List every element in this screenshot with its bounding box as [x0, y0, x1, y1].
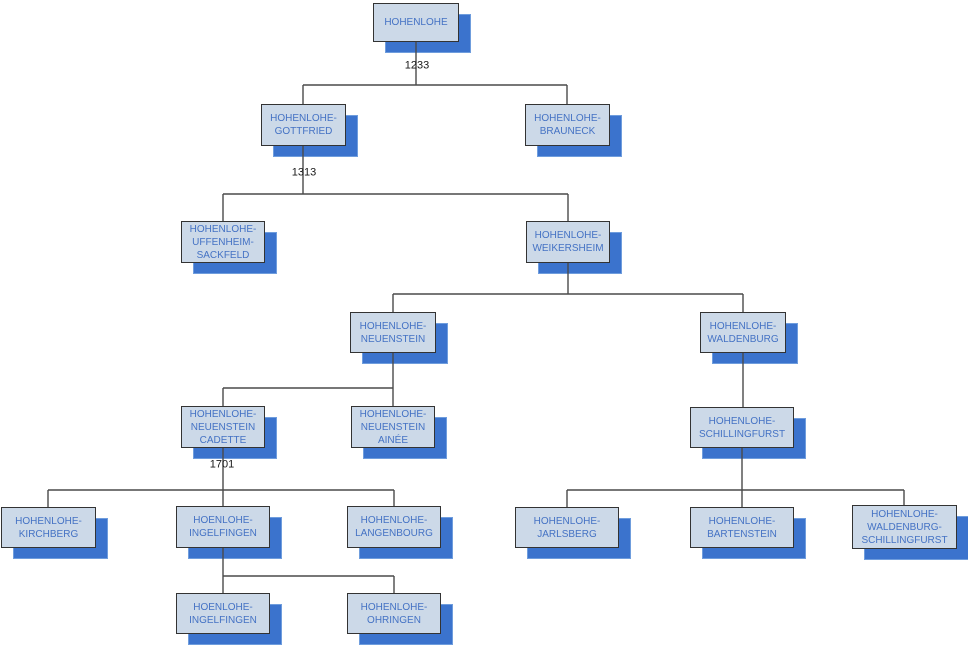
tree-node-label-line: HOHENLOHE-	[534, 230, 602, 241]
tree-node-hohenlohe-jarlsberg: HOHENLOHE-JARLSBERG	[515, 507, 619, 548]
tree-node-label-line: SCHILLINGFURST	[698, 428, 786, 440]
tree-node-hohenlohe-neuenstein: HOHENLOHE-NEUENSTEIN	[350, 312, 436, 353]
tree-node-hohenlohe-bartenstein: HOHENLOHE-BARTENSTEIN	[690, 507, 794, 548]
tree-node-label-line: HOHENLOHE-	[359, 408, 427, 420]
tree-node-label-line: HOHENLOHE-	[533, 515, 601, 527]
tree-node-hohenlohe-waldenburg: HOHENLOHE-WALDENBURG	[700, 312, 786, 353]
tree-node-label-line: KIRCHBERG	[18, 528, 79, 540]
tree-node-label-line: BARTENSTEIN	[707, 528, 777, 540]
tree-node-hohenlohe-uffenheim-sackfeld: HOHENLOHE-UFFENHEIM-SACKFELD	[181, 221, 265, 263]
tree-node-hohenlohe-waldenburg-schillingfurst: HOHENLOHE-WALDENBURG-SCHILLINGFURST	[852, 505, 957, 549]
tree-node-label-line: SCHILLINGFURST	[861, 534, 948, 546]
tree-node-label: HOHENLOHE-UFFENHEIM-SACKFELD	[182, 223, 264, 262]
tree-node-label-line: UFFENHEIM-	[192, 236, 254, 248]
tree-node-label: HOHENLOHE	[374, 16, 458, 29]
year-label: 1313	[291, 166, 317, 179]
tree-node-hohenlohe-schillingfurst: HOHENLOHE-SCHILLINGFURST	[690, 407, 794, 448]
tree-node-label: HOENLOHE- INGELFINGEN	[177, 514, 269, 540]
tree-node-label-line: HOHENLOHE-	[15, 515, 82, 527]
tree-node-label: HOHENLOHE-SCHILLINGFURST	[691, 415, 793, 441]
tree-node-label-line: LANGENBOURG	[355, 528, 433, 539]
tree-node-hoenlohe-ingelfingen-2: HOENLOHE-INGELFINGEN	[176, 593, 270, 634]
tree-node-label-line: HOENLOHE-	[193, 601, 253, 613]
tree-node-label: HOHENLOHE- WEIKERSHEIM	[527, 229, 609, 255]
tree-node-label-line: HOHENLOHE-	[708, 515, 776, 527]
tree-node-label-line: NEUENSTEIN	[190, 421, 256, 433]
tree-node-label-line: HOENLOHE-	[193, 515, 253, 526]
year-label: 1701	[209, 458, 235, 471]
year-label: 1233	[404, 59, 430, 72]
tree-node-label-line: INGELFINGEN	[189, 614, 257, 626]
tree-node-label-line: OHRINGEN	[367, 614, 421, 626]
tree-node-label: HOHENLOHE-WALDENBURG-SCHILLINGFURST	[853, 508, 956, 547]
tree-node-label-line: GOTTFRIED	[274, 126, 333, 137]
tree-node-label-line: HOHENLOHE-	[359, 320, 427, 332]
tree-node-label-line: CADETTE	[199, 434, 247, 446]
tree-node-label: HOHENLOHE- BRAUNECK	[526, 112, 609, 138]
tree-node-hohenlohe-langenbourg: HOHENLOHE- LANGENBOURG	[347, 506, 441, 548]
tree-node-label: HOHENLOHE-WALDENBURG	[701, 320, 785, 346]
tree-node-label-line: WALDENBURG-	[867, 521, 942, 533]
tree-node-label-line: SACKFELD	[196, 249, 250, 261]
tree-node-label-line: HOHENLOHE-	[270, 113, 337, 124]
tree-node-label-line: HOHENLOHE	[384, 17, 448, 28]
tree-node-label: HOHENLOHE-NEUENSTEIN	[351, 320, 435, 346]
tree-node-label-line: AINÉE	[377, 434, 408, 446]
tree-node-label: HOHENLOHE-JARLSBERG	[516, 515, 618, 541]
tree-node-label-line: NEUENSTEIN	[360, 333, 426, 345]
tree-node-label-line: HOHENLOHE-	[189, 408, 257, 420]
tree-node-label-line: HOHENLOHE-	[360, 515, 428, 526]
tree-node-hohenlohe-brauneck: HOHENLOHE- BRAUNECK	[525, 104, 610, 146]
tree-node-label: HOHENLOHE-KIRCHBERG	[2, 515, 95, 541]
tree-node-label-line: WALDENBURG	[707, 333, 779, 345]
tree-node-hohenlohe-gottfried: HOHENLOHE- GOTTFRIED	[261, 104, 346, 146]
tree-node-label-line: NEUENSTEIN	[360, 421, 426, 433]
tree-node-label-line: HOHENLOHE-	[360, 601, 428, 613]
tree-node-hohenlohe: HOHENLOHE	[373, 3, 459, 42]
tree-node-label-line: JARLSBERG	[537, 528, 597, 540]
tree-node-label-line: HOHENLOHE-	[189, 223, 257, 235]
tree-node-label-line: HOHENLOHE-	[871, 508, 938, 520]
tree-node-hohenlohe-kirchberg: HOHENLOHE-KIRCHBERG	[1, 507, 96, 548]
tree-node-label: HOENLOHE-INGELFINGEN	[177, 601, 269, 627]
tree-node-label: HOHENLOHE- LANGENBOURG	[348, 514, 440, 540]
tree-node-label-line: WEIKERSHEIM	[532, 243, 604, 254]
tree-node-label-line: HOHENLOHE-	[534, 113, 601, 124]
tree-node-label-line: HOHENLOHE-	[708, 415, 776, 427]
tree-node-label-line: INGELFINGEN	[189, 528, 257, 539]
tree-node-hoenlohe-ingelfingen: HOENLOHE- INGELFINGEN	[176, 506, 270, 548]
tree-node-hohenlohe-weikersheim: HOHENLOHE- WEIKERSHEIM	[526, 221, 610, 263]
tree-node-label: HOHENLOHE-OHRINGEN	[348, 601, 440, 627]
tree-node-label-line: HOHENLOHE-	[709, 320, 777, 332]
tree-node-label-line: BRAUNECK	[539, 126, 596, 137]
tree-node-hohenlohe-ohringen: HOHENLOHE-OHRINGEN	[347, 593, 441, 634]
tree-node-label: HOHENLOHE-BARTENSTEIN	[691, 515, 793, 541]
tree-node-label: HOHENLOHE- GOTTFRIED	[262, 112, 345, 138]
